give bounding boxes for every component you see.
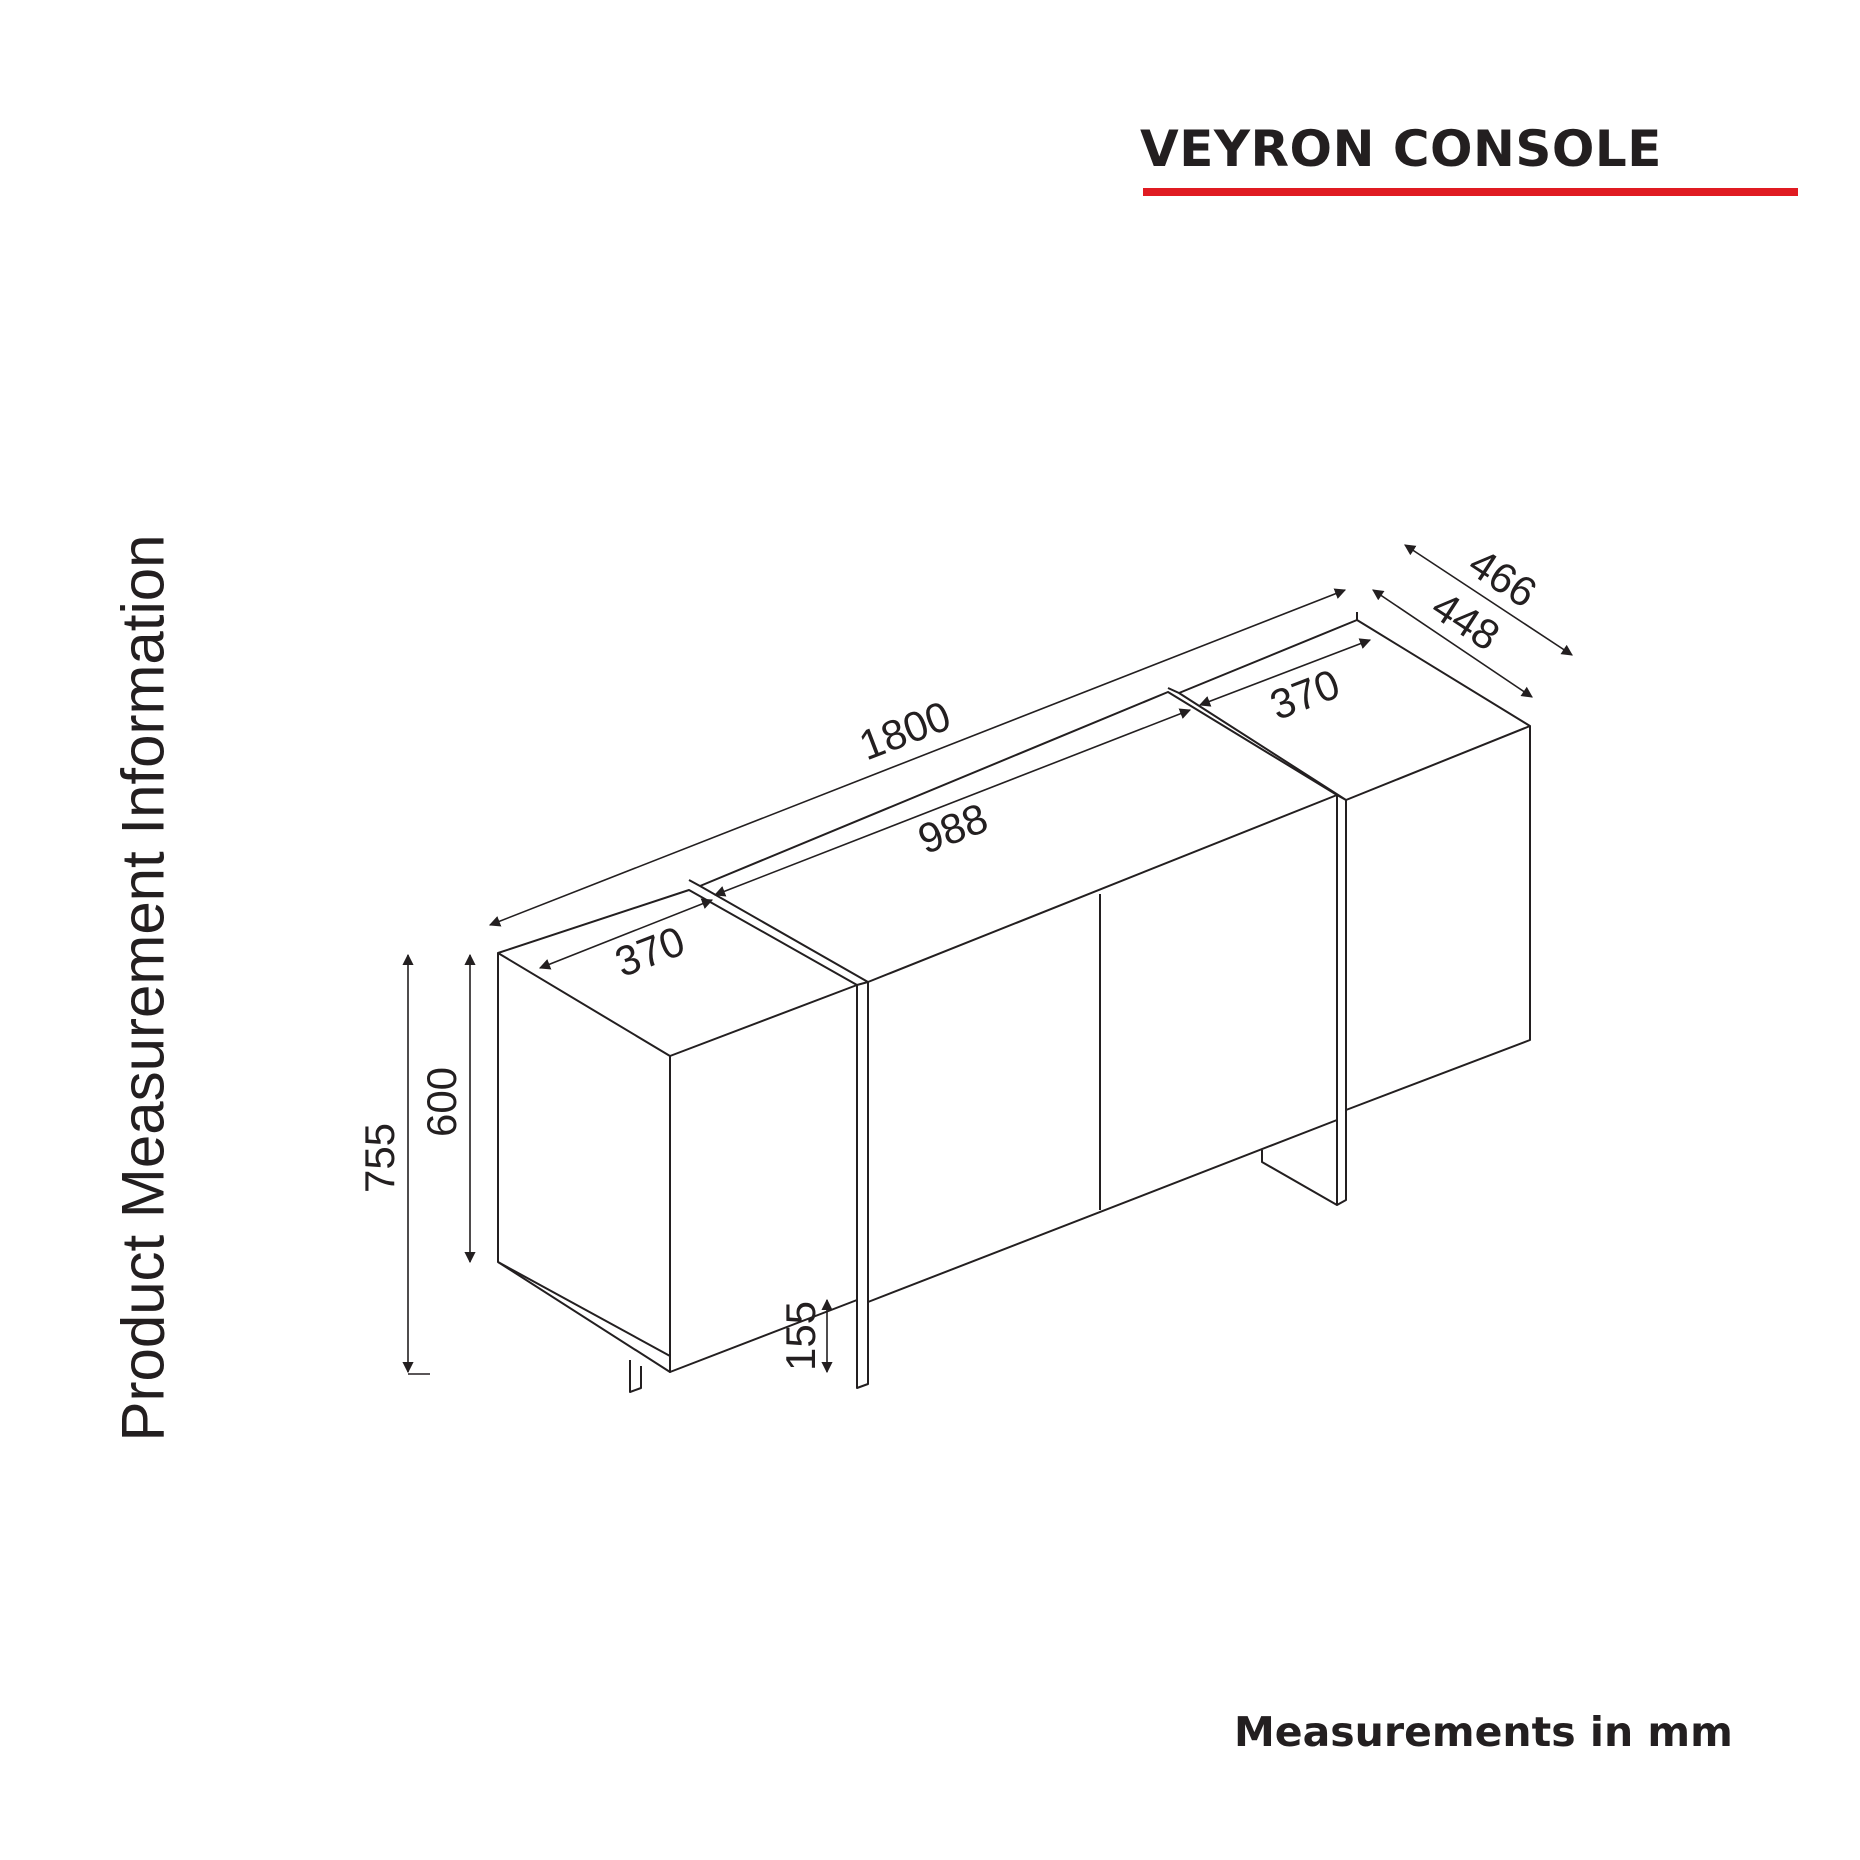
dim-line-988 (713, 708, 1192, 897)
dim-line-370-left (538, 898, 714, 970)
left-panel-top (688, 879, 869, 986)
dimension-lines (402, 544, 1573, 1375)
console-outline (497, 612, 1531, 1393)
dim-label-370-right: 370 (1264, 660, 1346, 729)
dim-label-155: 155 (777, 1301, 824, 1371)
dim-line-370-right (1198, 638, 1372, 707)
dim-label-600: 600 (418, 1067, 465, 1137)
right-panel-foot (1261, 1150, 1338, 1206)
dim-line-448 (1372, 589, 1533, 698)
dim-line-1800 (488, 588, 1347, 927)
product-title: VEYRON CONSOLE (1140, 120, 1662, 178)
dim-label-988: 988 (912, 794, 994, 863)
right-panel-front (1336, 795, 1347, 1206)
middle-cabinet-front (867, 795, 1338, 1303)
dimension-labels: 1800 988 370 370 466 448 755 600 155 (356, 539, 1545, 1371)
dim-label-755: 755 (356, 1123, 403, 1193)
right-cabinet-front (1345, 726, 1531, 1111)
middle-cabinet-top (699, 691, 1338, 983)
left-panel-front (856, 982, 869, 1389)
left-cabinet-base-edge (497, 1261, 671, 1357)
left-cabinet-front (669, 985, 858, 1373)
left-cabinet-top (497, 889, 858, 1057)
title-underline (1143, 188, 1798, 196)
left-leg (629, 1360, 642, 1393)
dim-label-1800: 1800 (853, 692, 957, 769)
measurements-note: Measurements in mm (1234, 1708, 1733, 1756)
dim-label-370-left: 370 (609, 917, 691, 986)
